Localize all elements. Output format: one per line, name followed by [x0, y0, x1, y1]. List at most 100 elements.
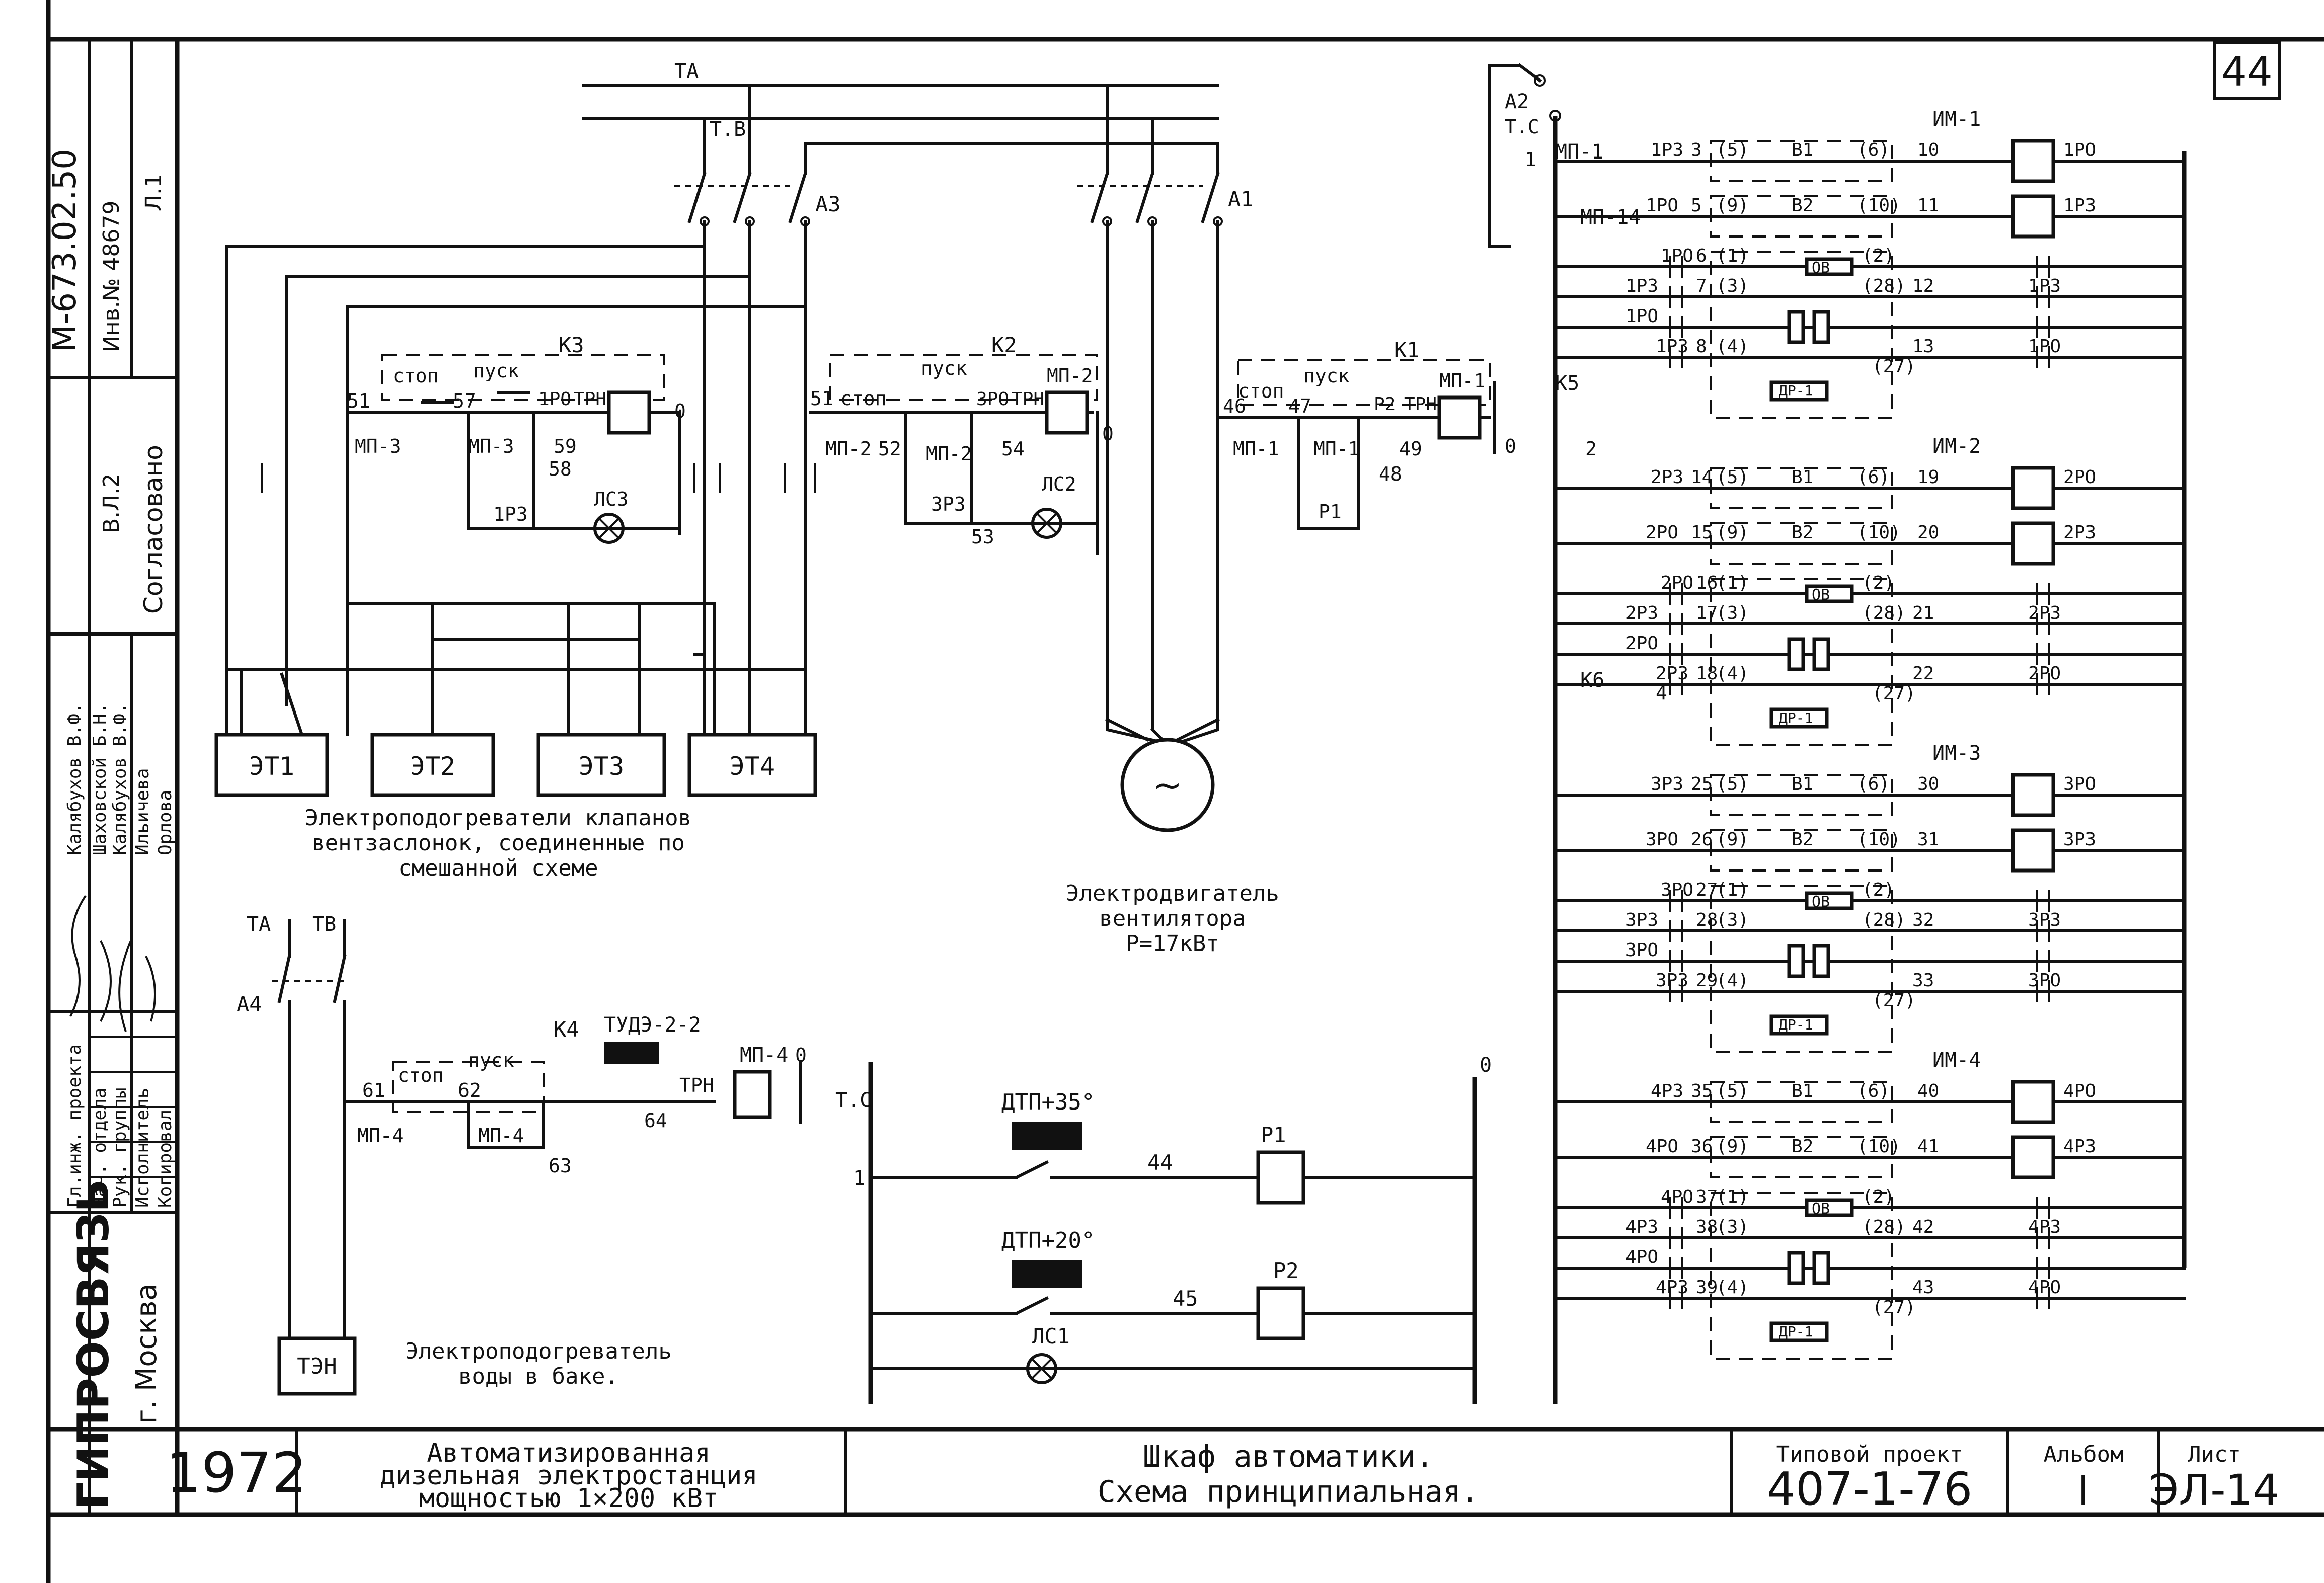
- node-label: 40: [1917, 1081, 1939, 1101]
- pin-label: (5): [1716, 140, 1749, 161]
- c1-key-label: К1: [1394, 338, 1420, 362]
- node-label: 11: [1917, 195, 1939, 216]
- c4-mp4-contact: МП-4: [357, 1125, 404, 1147]
- contact-label: 1Р3: [1656, 336, 1688, 357]
- c3-node-58: 58: [549, 458, 572, 480]
- c2-relay-3ro: 3РО: [976, 389, 1009, 410]
- c2-stop-button: стоп: [840, 387, 887, 410]
- ob-label: ОВ: [1812, 1200, 1830, 1218]
- pin-label: (27): [1872, 683, 1916, 704]
- c4-stop-button: стоп: [398, 1064, 444, 1086]
- wh-bus-ta: ТА: [247, 913, 271, 936]
- breaker-a1-label: А1: [1228, 187, 1254, 211]
- c4-key-label: К4: [554, 1017, 579, 1042]
- typical-project-number: 407-1-76: [1767, 1463, 1973, 1516]
- pin-label: (3): [1716, 910, 1749, 930]
- c4-zero: 0: [795, 1044, 807, 1066]
- right-four-label: 4: [1656, 682, 1667, 704]
- pin-label: (2): [1862, 573, 1895, 593]
- pin-label: (2): [1862, 880, 1895, 900]
- valve-v1-label: В1: [1792, 774, 1813, 795]
- coil-label: 1РО: [2063, 140, 2096, 161]
- choke-label: ДР-1: [1779, 382, 1813, 399]
- contact-label: 2РО: [1661, 573, 1693, 593]
- th-zero: 0: [1480, 1054, 1492, 1077]
- ob-label: ОВ: [1812, 893, 1830, 911]
- ob-label: ОВ: [1812, 259, 1830, 277]
- power-buses: [582, 84, 1219, 175]
- c1-coil-mp1: МП-1: [1439, 370, 1486, 392]
- actuator-im-label: ИМ-4: [1932, 1049, 1981, 1072]
- choke-label: ДР-1: [1779, 709, 1813, 726]
- c3-key-label: К3: [559, 333, 584, 357]
- tc-right-label: Т.С: [1505, 116, 1539, 138]
- node-label: 3: [1691, 140, 1702, 161]
- heater-et1-label: ЭТ1: [249, 752, 294, 781]
- fan-motor: [1120, 738, 1215, 832]
- coil-label: 2Р3: [2063, 522, 2096, 543]
- node-label: 36: [1691, 1136, 1713, 1157]
- c2-start-button: пуск: [921, 357, 967, 379]
- c1-relay-trn: ТРН: [1404, 394, 1437, 415]
- pin-label: (2): [1862, 246, 1895, 266]
- contact-label: 2Р3: [2028, 603, 2061, 623]
- contact-label: 3Р3: [1625, 910, 1658, 930]
- c1-mp1-hold: МП-1: [1313, 438, 1360, 460]
- k6-label: К6: [1580, 669, 1604, 692]
- c2-key-label: К2: [991, 333, 1017, 357]
- c1-stop-button: стоп: [1238, 380, 1284, 402]
- pin-label: (1): [1716, 880, 1749, 900]
- lamp-lc1-label: ЛС1: [1032, 1324, 1070, 1349]
- contact-label: 3РО: [1646, 829, 1678, 850]
- signature-name: Орлова: [155, 790, 176, 855]
- sheet-label: Лист: [2188, 1442, 2241, 1467]
- breaker-a3-label: А3: [815, 192, 841, 216]
- contact-label: 4Р3: [2028, 1217, 2061, 1237]
- c1-mp1-contact: МП-1: [1233, 438, 1279, 460]
- choke-label: ДР-1: [1779, 1016, 1813, 1033]
- pin-label: (2): [1862, 1186, 1895, 1207]
- pin-label: (28): [1862, 1217, 1906, 1237]
- breaker-a1: [1077, 172, 1223, 726]
- actuator-im-label: ИМ-3: [1932, 742, 1981, 765]
- signature-block: Гл.инж. проекта Калябухов В.Ф. Нач. отде…: [64, 703, 176, 1208]
- handwritten-signatures: [69, 895, 156, 1032]
- pin-label: (9): [1716, 522, 1749, 543]
- c1-node-46: 46: [1223, 395, 1246, 417]
- heater-et3-label: ЭТ3: [579, 752, 624, 781]
- pin-label: (5): [1716, 774, 1749, 795]
- c4-node-63: 63: [549, 1155, 572, 1177]
- contact-label: 4Р3: [1656, 1277, 1688, 1298]
- drawing-frame: [46, 0, 2324, 1583]
- motor-caption-3: Р=17кВт: [1126, 931, 1219, 957]
- c3-relay-trn: ТРН: [574, 389, 606, 410]
- valve-v1-label: В1: [1792, 467, 1813, 488]
- contact-label: 2РО: [1646, 522, 1678, 543]
- year: 1972: [166, 1441, 307, 1505]
- contact-label: 3РО: [2028, 970, 2061, 991]
- valve-v2-label: В2: [1792, 1136, 1813, 1157]
- signature-name: Калябухов В.Ф.: [64, 703, 85, 855]
- c4-node-61: 61: [362, 1079, 385, 1101]
- c3-lamp-label: ЛС3: [594, 488, 629, 510]
- a2-label: А2: [1505, 90, 1529, 113]
- bus-tv-label: Т.В: [710, 118, 746, 141]
- c1-relay-r2: Р2: [1374, 394, 1396, 415]
- contact-label: 2РО: [1625, 633, 1658, 654]
- pin-label: (1): [1716, 246, 1749, 266]
- pin-label: (6): [1857, 140, 1890, 161]
- pin-label: (9): [1716, 195, 1749, 216]
- wh-bus-tv: ТВ: [312, 913, 336, 936]
- node-label: 33: [1912, 970, 1934, 991]
- agreed-label: Согласовано: [139, 445, 168, 614]
- contact-label: 1Р3: [1625, 276, 1658, 296]
- node-label: 13: [1912, 336, 1934, 357]
- node-label: 38: [1696, 1217, 1718, 1237]
- node-label: 43: [1912, 1277, 1934, 1298]
- contact-label: 3Р3: [1651, 774, 1683, 795]
- pin-label: (4): [1716, 663, 1749, 684]
- water-heater-label: ТЭН: [297, 1354, 337, 1379]
- right-bus: [1488, 63, 2187, 1404]
